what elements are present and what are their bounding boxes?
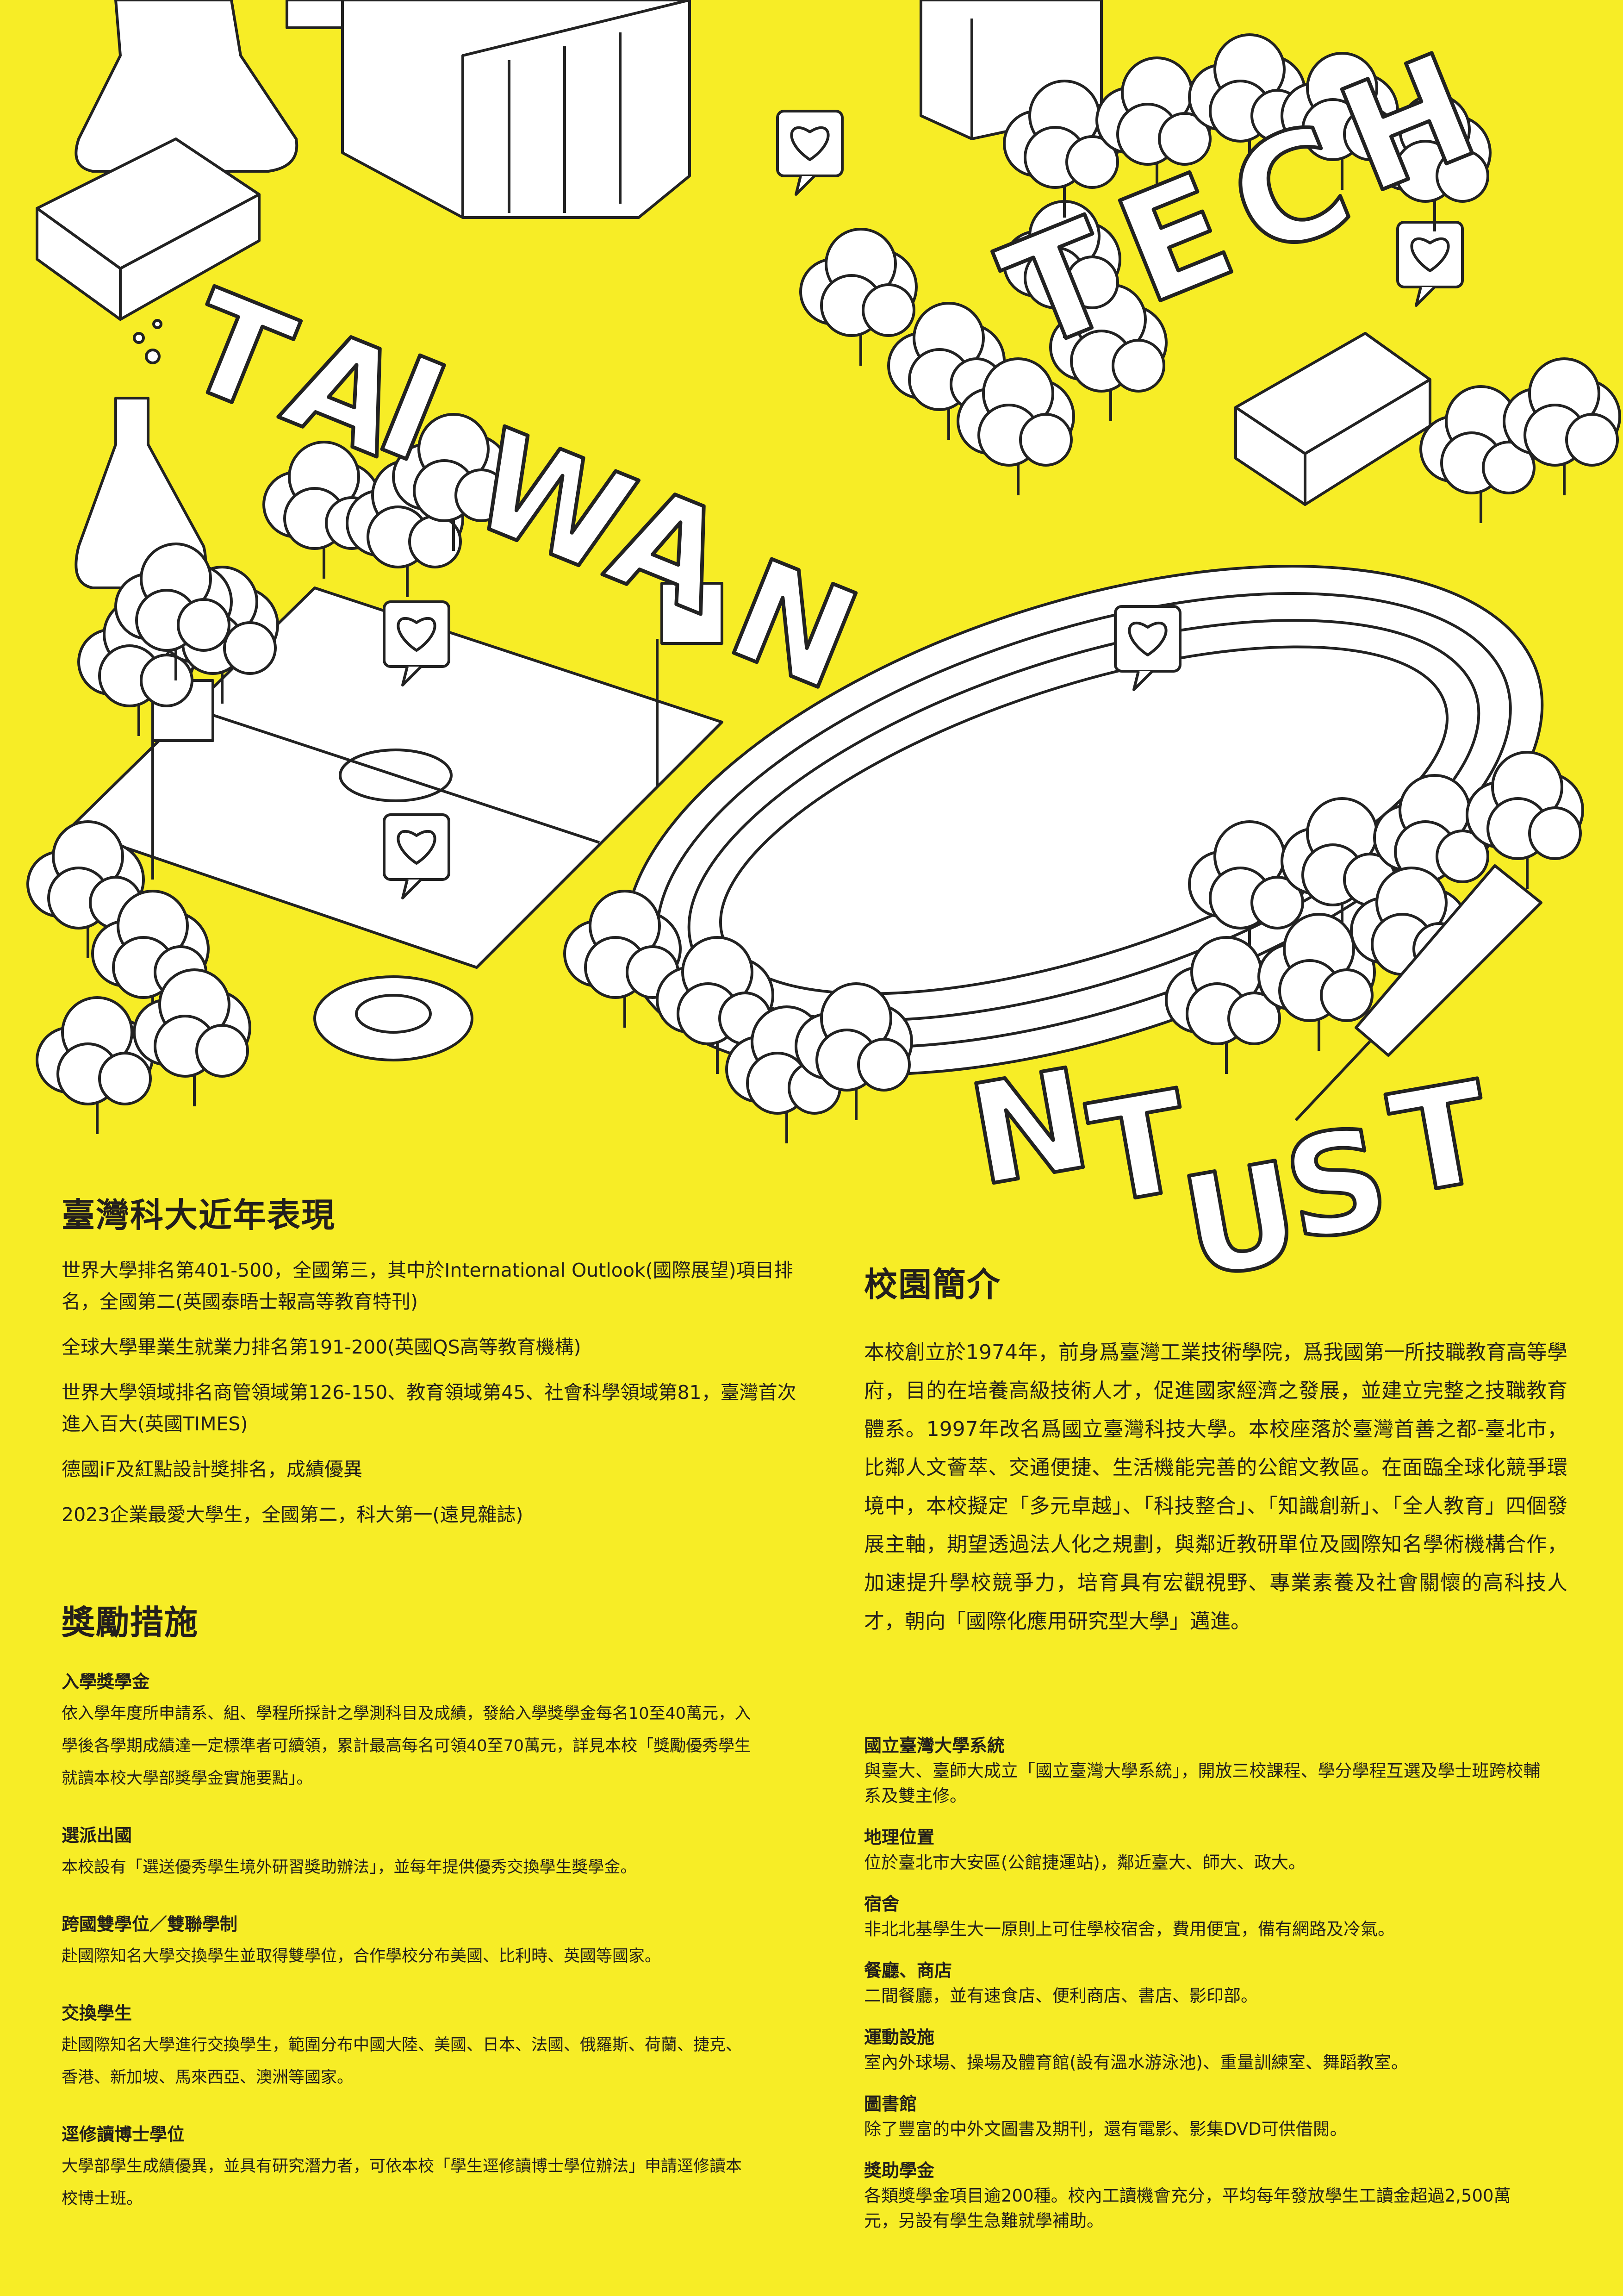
incentive-text: 赴國際知名大學交換學生並取得雙學位，合作學校分布美國、比利時、英國等國家。 — [62, 1947, 661, 1965]
tree-icon — [36, 996, 154, 1134]
campus-fact-heading: 運動設施 — [864, 2027, 935, 2047]
incentive-item: 交換學生赴國際知名大學進行交換學生，範圍分布中國大陸、美國、日本、法國、俄羅斯、… — [62, 2000, 756, 2094]
incentive-text: 大學部學生成績優異，並具有研究潛力者，可依本校「學生逕修讀博士學位辦法」申請逕修… — [62, 2157, 742, 2208]
building-illustration — [286, 0, 1103, 219]
tree-icon — [799, 228, 918, 366]
screwdriver-illustration — [1355, 864, 1542, 1057]
performance-item: 世界大學排名第401-500，全國第三，其中於International Out… — [62, 1259, 793, 1313]
tree-icon — [1373, 94, 1492, 231]
tree-icon — [957, 357, 1075, 495]
tree-icon — [392, 413, 510, 551]
campus-fact-text: 二間餐廳，並有速食店、便利商店、書店、影印部。 — [864, 1986, 1258, 2006]
tree-icon — [1003, 80, 1121, 218]
incentive-heading: 入學獎學金 — [62, 1672, 150, 1692]
campus-fact-heading: 圖書館 — [864, 2094, 917, 2114]
tree-icon — [133, 968, 251, 1106]
campus-fact-heading: 地理位置 — [864, 1827, 935, 1847]
heart-bubble-icon — [1114, 605, 1181, 691]
books-illustration — [36, 137, 1431, 506]
illustration-letter: N — [959, 1038, 1101, 1217]
campus-fact-item: 地理位置位於臺北市大安區(公館捷運站)，鄰近臺大、師大、政大。 — [864, 1825, 1544, 1875]
campus-fact-heading: 獎助學金 — [864, 2160, 935, 2181]
incentives-section: 獎勵措施 入學獎學金依入學年度所申請系、組、學程所採計之學測科目及成績，發給入學… — [62, 1602, 756, 2215]
tree-icon — [795, 982, 913, 1120]
heart-bubble-icon — [383, 600, 450, 686]
campus-fact-text: 室內外球場、操場及體育館(設有溫水游泳池)、重量訓練室、舞蹈教室。 — [864, 2053, 1408, 2072]
tree-icon — [1003, 200, 1121, 338]
heart-bubble-icon — [1396, 221, 1464, 307]
basketball-court-illustration — [68, 582, 723, 969]
incentive-item: 跨國雙學位／雙聯學制赴國際知名大學交換學生並取得雙學位，合作學校分布美國、比利時… — [62, 1911, 756, 1972]
tree-icon — [91, 890, 210, 1028]
tree-icon — [114, 543, 233, 680]
heart-bubble-icon — [383, 813, 450, 899]
section-title: 獎勵措施 — [62, 1603, 199, 1642]
campus-fact-heading: 國立臺灣大學系統 — [864, 1735, 1005, 1756]
incentive-item: 選派出國本校設有「選送優秀學生境外研習獎助辦法」，並每年提供優秀交換學生獎學金。 — [62, 1822, 756, 1884]
tree-icon — [1049, 283, 1168, 421]
campus-fact-text: 非北北基學生大一原則上可住學校宿舍，費用便宜，備有網路及冷氣。 — [864, 1919, 1395, 1939]
campus-fact-item: 餐廳、商店二間餐廳，並有速食店、便利商店、書店、影印部。 — [864, 1959, 1544, 2009]
section-title: 校園簡介 — [864, 1265, 1001, 1304]
tree-icon — [1281, 52, 1399, 190]
incentive-item: 逕修讀博士學位大學部學生成績優異，並具有研究潛力者，可依本校「學生逕修讀博士學位… — [62, 2121, 756, 2215]
target-illustration — [313, 975, 473, 1061]
illustration-letter: T — [1380, 1051, 1502, 1227]
incentive-text: 赴國際知名大學進行交換學生，範圍分布中國大陸、美國、日本、法國、俄羅斯、荷蘭、捷… — [62, 2036, 742, 2087]
incentive-heading: 逕修讀博士學位 — [62, 2124, 185, 2145]
tree-icon — [1095, 56, 1214, 194]
section-title: 臺灣科大近年表現 — [62, 1196, 336, 1235]
campus-fact-heading: 宿舍 — [864, 1894, 900, 1914]
campus-section: 校園簡介 本校創立於1974年，前身爲臺灣工業技術學院，爲我國第一所技職教育高等… — [864, 1264, 1567, 1641]
tree-icon — [1373, 774, 1492, 912]
performance-section: 臺灣科大近年表現 世界大學排名第401-500，全國第三，其中於Internat… — [62, 1194, 807, 1544]
tree-icon — [1503, 357, 1621, 495]
campus-facts: 國立臺灣大學系統與臺大、臺師大成立「國立臺灣大學系統」，開放三校課程、學分學程互… — [864, 1734, 1544, 2234]
campus-fact-heading: 餐廳、商店 — [864, 1960, 952, 1981]
illustration-letter: U — [1172, 1131, 1311, 1305]
performance-list: 世界大學排名第401-500，全國第三，其中於International Out… — [62, 1254, 807, 1530]
tree-icon — [1419, 385, 1538, 523]
tree-icon — [656, 936, 774, 1074]
heart-bubble-icon — [776, 110, 844, 196]
performance-item: 2023企業最愛大學生，全國第二，科大第一(遠見雜誌) — [62, 1504, 523, 1526]
performance-item: 德國iF及紅點設計獎排名，成績優異 — [62, 1458, 362, 1480]
performance-item: 世界大學領域排名商管領域第126-150、教育領域第45、社會科學領域第81，臺… — [62, 1381, 796, 1435]
campus-fact-item: 圖書館除了豐富的中外文圖書及期刊，還有電影、影集DVD可供借閱。 — [864, 2092, 1544, 2142]
campus-fact-item: 獎助學金各類獎學金項目逾200種。校內工讀機會充分，平均每年發放學生工讀金超過2… — [864, 2159, 1544, 2234]
campus-fact-text: 位於臺北市大安區(公館捷運站)，鄰近臺大、師大、政大。 — [864, 1853, 1306, 1872]
incentive-heading: 交換學生 — [62, 2003, 132, 2023]
incentive-heading: 跨國雙學位／雙聯學制 — [62, 1914, 238, 1934]
incentive-heading: 選派出國 — [62, 1825, 132, 1846]
campus-fact-text: 各類獎學金項目逾200種。校內工讀機會充分，平均每年發放學生工讀金超過2,500… — [864, 2186, 1511, 2231]
campus-fact-text: 除了豐富的中外文圖書及期刊，還有電影、影集DVD可供借閱。 — [864, 2119, 1347, 2139]
campus-intro-paragraph: 本校創立於1974年，前身爲臺灣工業技術學院，爲我國第一所技職教育高等學府，目的… — [864, 1341, 1567, 1633]
campus-fact-text: 與臺大、臺師大成立「國立臺灣大學系統」，開放三校課程、學分學程互選及學士班跨校輔… — [864, 1761, 1541, 1806]
tree-icon — [262, 441, 381, 579]
tree-icon — [1257, 913, 1376, 1051]
performance-item: 全球大學畢業生就業力排名第191-200(英國QS高等教育機構) — [62, 1336, 581, 1358]
campus-fact-item: 國立臺灣大學系統與臺大、臺師大成立「國立臺灣大學系統」，開放三校課程、學分學程互… — [864, 1734, 1544, 1809]
incentive-text: 依入學年度所申請系、組、學程所採計之學測科目及成績，發給入學獎學金每名10至40… — [62, 1704, 751, 1788]
campus-fact-item: 運動設施室內外球場、操場及體育館(設有溫水游泳池)、重量訓練室、舞蹈教室。 — [864, 2025, 1544, 2075]
incentive-item: 入學獎學金依入學年度所申請系、組、學程所採計之學測科目及成績，發給入學獎學金每名… — [62, 1669, 756, 1795]
campus-fact-item: 宿舍非北北基學生大一原則上可住學校宿舍，費用便宜，備有網路及冷氣。 — [864, 1892, 1544, 1942]
incentive-text: 本校設有「選送優秀學生境外研習獎助辦法」，並每年提供優秀交換學生獎學金。 — [62, 1858, 637, 1877]
tree-icon — [1466, 751, 1584, 889]
tree-icon — [1188, 820, 1306, 958]
flask-illustration — [75, 0, 298, 589]
